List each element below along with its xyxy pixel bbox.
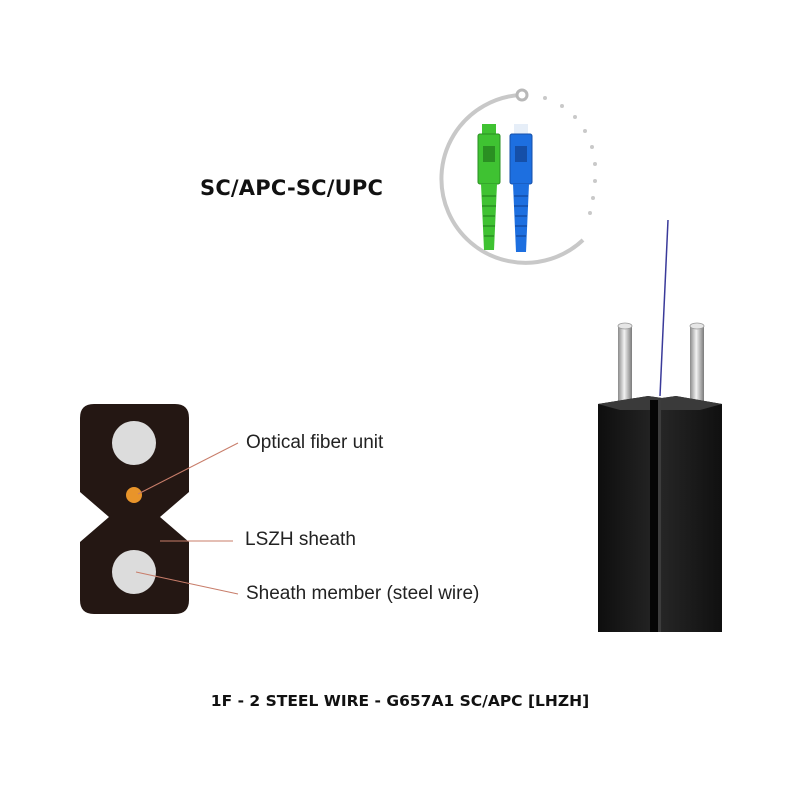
cable-cross-section	[80, 404, 189, 614]
leader-lines	[135, 442, 239, 595]
steel-wire-bottom	[112, 550, 156, 594]
label-sheath-member: Sheath member (steel wire)	[246, 583, 480, 604]
connector-ring	[439, 88, 597, 265]
fiber-core	[126, 487, 142, 503]
steel-wire-top	[112, 421, 156, 465]
product-caption: 1F - 2 STEEL WIRE - G657A1 SC/APC [LHZH]	[210, 692, 590, 710]
cable-3d-icon	[598, 219, 722, 632]
connector-title: SC/APC-SC/UPC	[200, 176, 384, 200]
upc-connector-icon	[509, 124, 533, 252]
label-lszh-sheath: LSZH sheath	[245, 529, 356, 550]
apc-connector-icon	[477, 124, 501, 250]
label-optical-fiber-unit: Optical fiber unit	[246, 432, 384, 453]
